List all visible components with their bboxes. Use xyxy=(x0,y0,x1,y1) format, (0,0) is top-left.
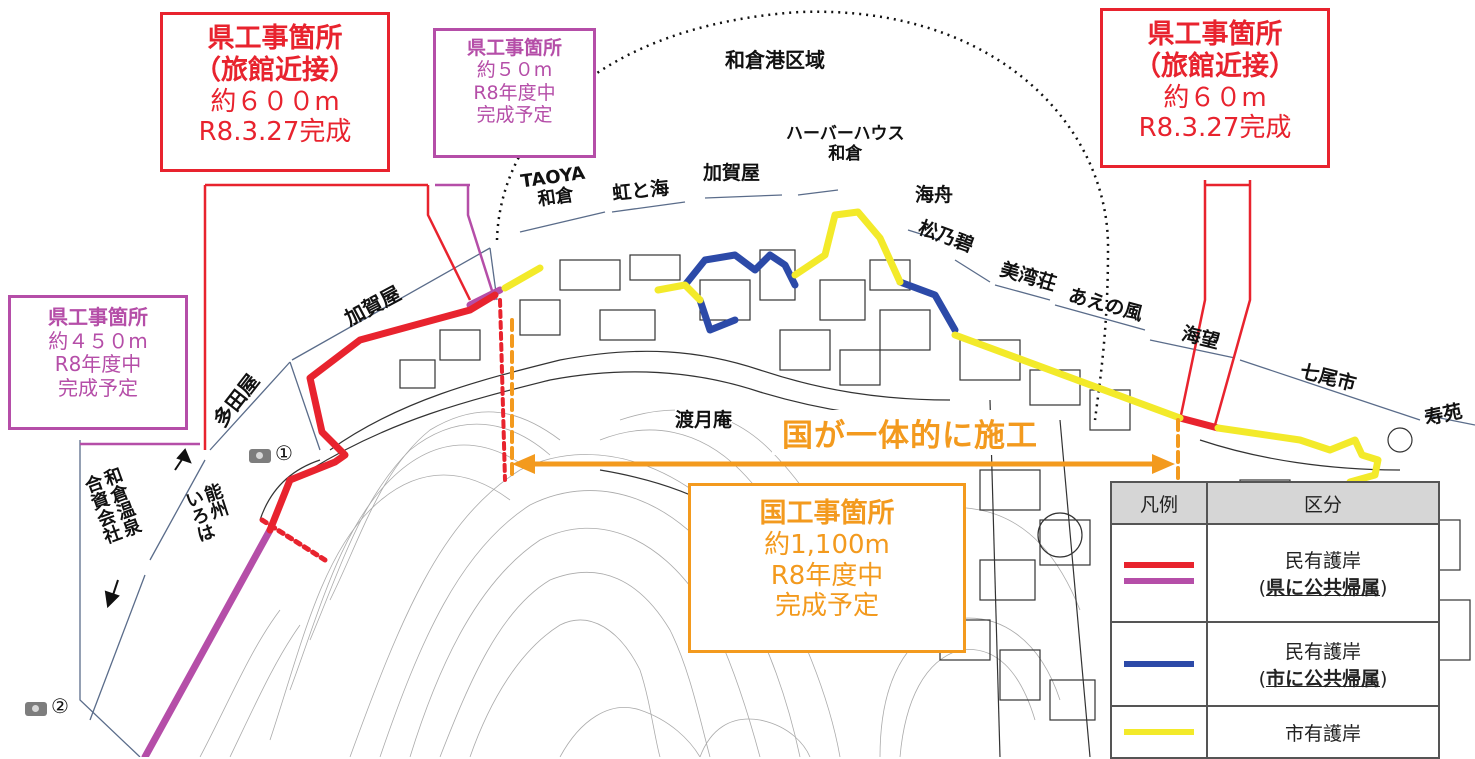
revetment-lines xyxy=(141,208,1382,757)
legend-header-right: 区分 xyxy=(1206,481,1440,525)
legend-swatch-cell xyxy=(1110,705,1208,759)
legend-swatch-cell xyxy=(1110,523,1208,623)
legend-row-city: 民有護岸 (市に公共帰属) xyxy=(1206,621,1440,707)
box-length: 約1,100m xyxy=(764,529,890,560)
paren: ) xyxy=(1380,668,1388,690)
center-banner: 国が一体的に施工 xyxy=(772,410,1048,455)
paren: ) xyxy=(1380,577,1388,599)
box-length: 約６００m xyxy=(210,86,340,117)
prefecture-revetment-red-right xyxy=(1176,414,1222,432)
city-revetment-blue xyxy=(681,251,959,334)
box-status: R8.3.27完成 xyxy=(198,117,352,148)
city-revetment-yellow xyxy=(501,208,1382,486)
legend-table: 凡例 区分 民有護岸 (県に公共帰属) 民有護岸 (市に公共帰属) 市有護岸 xyxy=(1110,481,1440,759)
label-togetsuan: 渡月庵 xyxy=(675,405,733,432)
legend-row-city-owned: 市有護岸 xyxy=(1206,705,1440,759)
box-title: 県工事箇所 xyxy=(207,23,343,54)
legend-row-emphasis: 市に公共帰属 xyxy=(1265,668,1380,690)
box-title: 県工事箇所 xyxy=(466,37,562,59)
legend-swatch-blue xyxy=(1124,661,1194,667)
box-status: R8.3.27完成 xyxy=(1138,113,1292,144)
pref-site-far-left-box: 県工事箇所 約４５０m R8年度中 完成予定 xyxy=(8,295,188,430)
pref-site-mid-box: 県工事箇所 約５０m R8年度中 完成予定 xyxy=(433,28,596,158)
legend-swatch-purple xyxy=(1124,578,1194,584)
box-line4: 完成予定 xyxy=(476,104,553,127)
label-kagaya-top: 加賀屋 xyxy=(703,162,761,184)
harbor-zone-label: 和倉港区域 xyxy=(725,48,825,72)
pref-site-right-ryokan-box: 県工事箇所 （旅館近接） 約６０m R8.3.27完成 xyxy=(1100,8,1330,168)
legend-header-left: 凡例 xyxy=(1110,481,1208,525)
box-subtitle: （旅館近接） xyxy=(194,54,356,86)
legend-swatch-red xyxy=(1124,562,1194,568)
camera-icon[interactable] xyxy=(249,449,271,463)
section-brackets xyxy=(79,189,1475,757)
legend-swatch-cell xyxy=(1110,621,1208,707)
prefecture-revetment-red xyxy=(266,291,499,534)
box-line3: R8年度中 xyxy=(770,560,884,591)
box-line3: R8年度中 xyxy=(473,81,556,104)
label-kaishu: 海舟 xyxy=(915,184,954,206)
legend-row-pref: 民有護岸 (県に公共帰属) xyxy=(1206,523,1440,623)
box-length: 約５０m xyxy=(476,59,553,82)
box-subtitle: （旅館近接） xyxy=(1134,50,1296,82)
paren: ( xyxy=(1258,668,1266,690)
camera-marker-1: ① xyxy=(275,441,293,465)
legend-swatch-yellow xyxy=(1124,729,1194,735)
building-outlines xyxy=(259,249,1471,757)
camera-marker-2: ② xyxy=(51,694,69,718)
box-title: 県工事箇所 xyxy=(1147,19,1283,50)
paren: ( xyxy=(1258,577,1266,599)
side-arrows xyxy=(104,448,192,609)
box-title: 国工事箇所 xyxy=(759,498,895,529)
box-length: 約４５０m xyxy=(48,328,148,353)
label-harbor-house: ハーバーハウス 和倉 xyxy=(786,124,905,164)
box-title: 県工事箇所 xyxy=(48,305,148,329)
box-line3: R8年度中 xyxy=(54,352,142,377)
pref-site-left-ryokan-box: 県工事箇所 （旅館近接） 約６００m R8.3.27完成 xyxy=(160,12,390,172)
legend-row-emphasis: 県に公共帰属 xyxy=(1265,577,1380,599)
national-site-box: 国工事箇所 約1,100m R8年度中 完成予定 xyxy=(688,483,966,653)
box-line4: 完成予定 xyxy=(58,375,138,400)
legend-row-line1: 民有護岸 xyxy=(1284,641,1361,663)
legend-row-line1: 民有護岸 xyxy=(1284,550,1361,572)
camera-icon[interactable] xyxy=(25,702,47,716)
box-line4: 完成予定 xyxy=(774,591,879,622)
dimension-arrows xyxy=(80,180,1252,450)
box-length: 約６０m xyxy=(1163,82,1267,113)
